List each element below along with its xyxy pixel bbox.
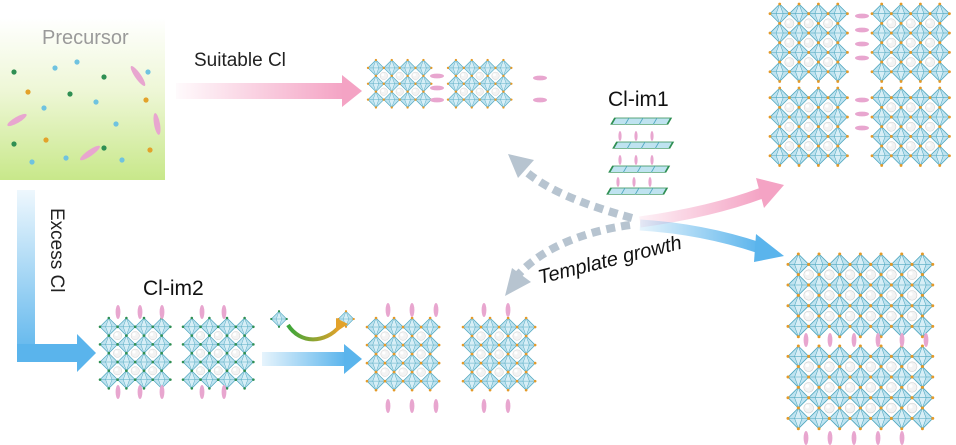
dashed-arrow-down: [505, 221, 631, 296]
precursor-label: Precursor: [42, 27, 129, 49]
blue-path-product: [786, 252, 934, 445]
excess-cl-label: Excess Cl: [46, 208, 67, 292]
blue-growth-arrow: [639, 219, 784, 262]
cl-im1-label: Cl-im1: [608, 88, 669, 111]
precursor-particles: [7, 59, 161, 165]
excess-cl-arrow: Excess Cl: [17, 190, 96, 372]
suitable-cl-label: Suitable Cl: [194, 50, 286, 71]
cation-exchange-curve: [269, 309, 356, 342]
excess-cl-crystal: [366, 303, 537, 413]
cl-im2-structure: Cl-im2: [99, 277, 255, 399]
precursor-box: Precursor: [0, 18, 165, 180]
pink-growth-arrow: [639, 178, 784, 228]
suitable-cl-arrow: Suitable Cl: [176, 50, 362, 107]
blue-conversion-arrow: [262, 344, 362, 374]
cl-im1-structure: Cl-im1: [606, 88, 675, 195]
cl-im2-label: Cl-im2: [143, 277, 204, 300]
dashed-arrow-up: [508, 154, 634, 222]
suitable-cl-crystal: [367, 59, 547, 109]
pink-path-product: [769, 3, 951, 167]
template-growth-label: Template growth: [536, 232, 684, 289]
